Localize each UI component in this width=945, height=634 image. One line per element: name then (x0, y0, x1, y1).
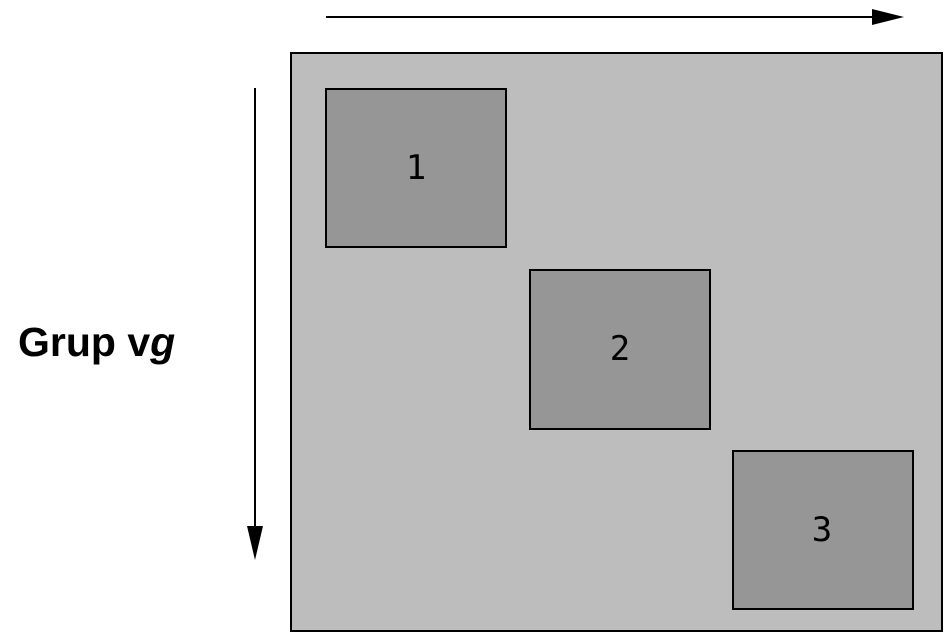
vertical-arrow (247, 88, 263, 560)
group-label-prefix: Grup v (18, 319, 151, 365)
group-label: Grup vg (18, 322, 175, 363)
block-1: 1 (325, 88, 507, 248)
block-3-label: 3 (812, 510, 832, 550)
block-2-label: 2 (610, 329, 630, 369)
block-1-label: 1 (406, 148, 426, 188)
block-3: 3 (732, 450, 914, 610)
group-label-italic: g (150, 319, 176, 365)
block-2: 2 (529, 269, 711, 430)
horizontal-arrow (326, 9, 904, 25)
